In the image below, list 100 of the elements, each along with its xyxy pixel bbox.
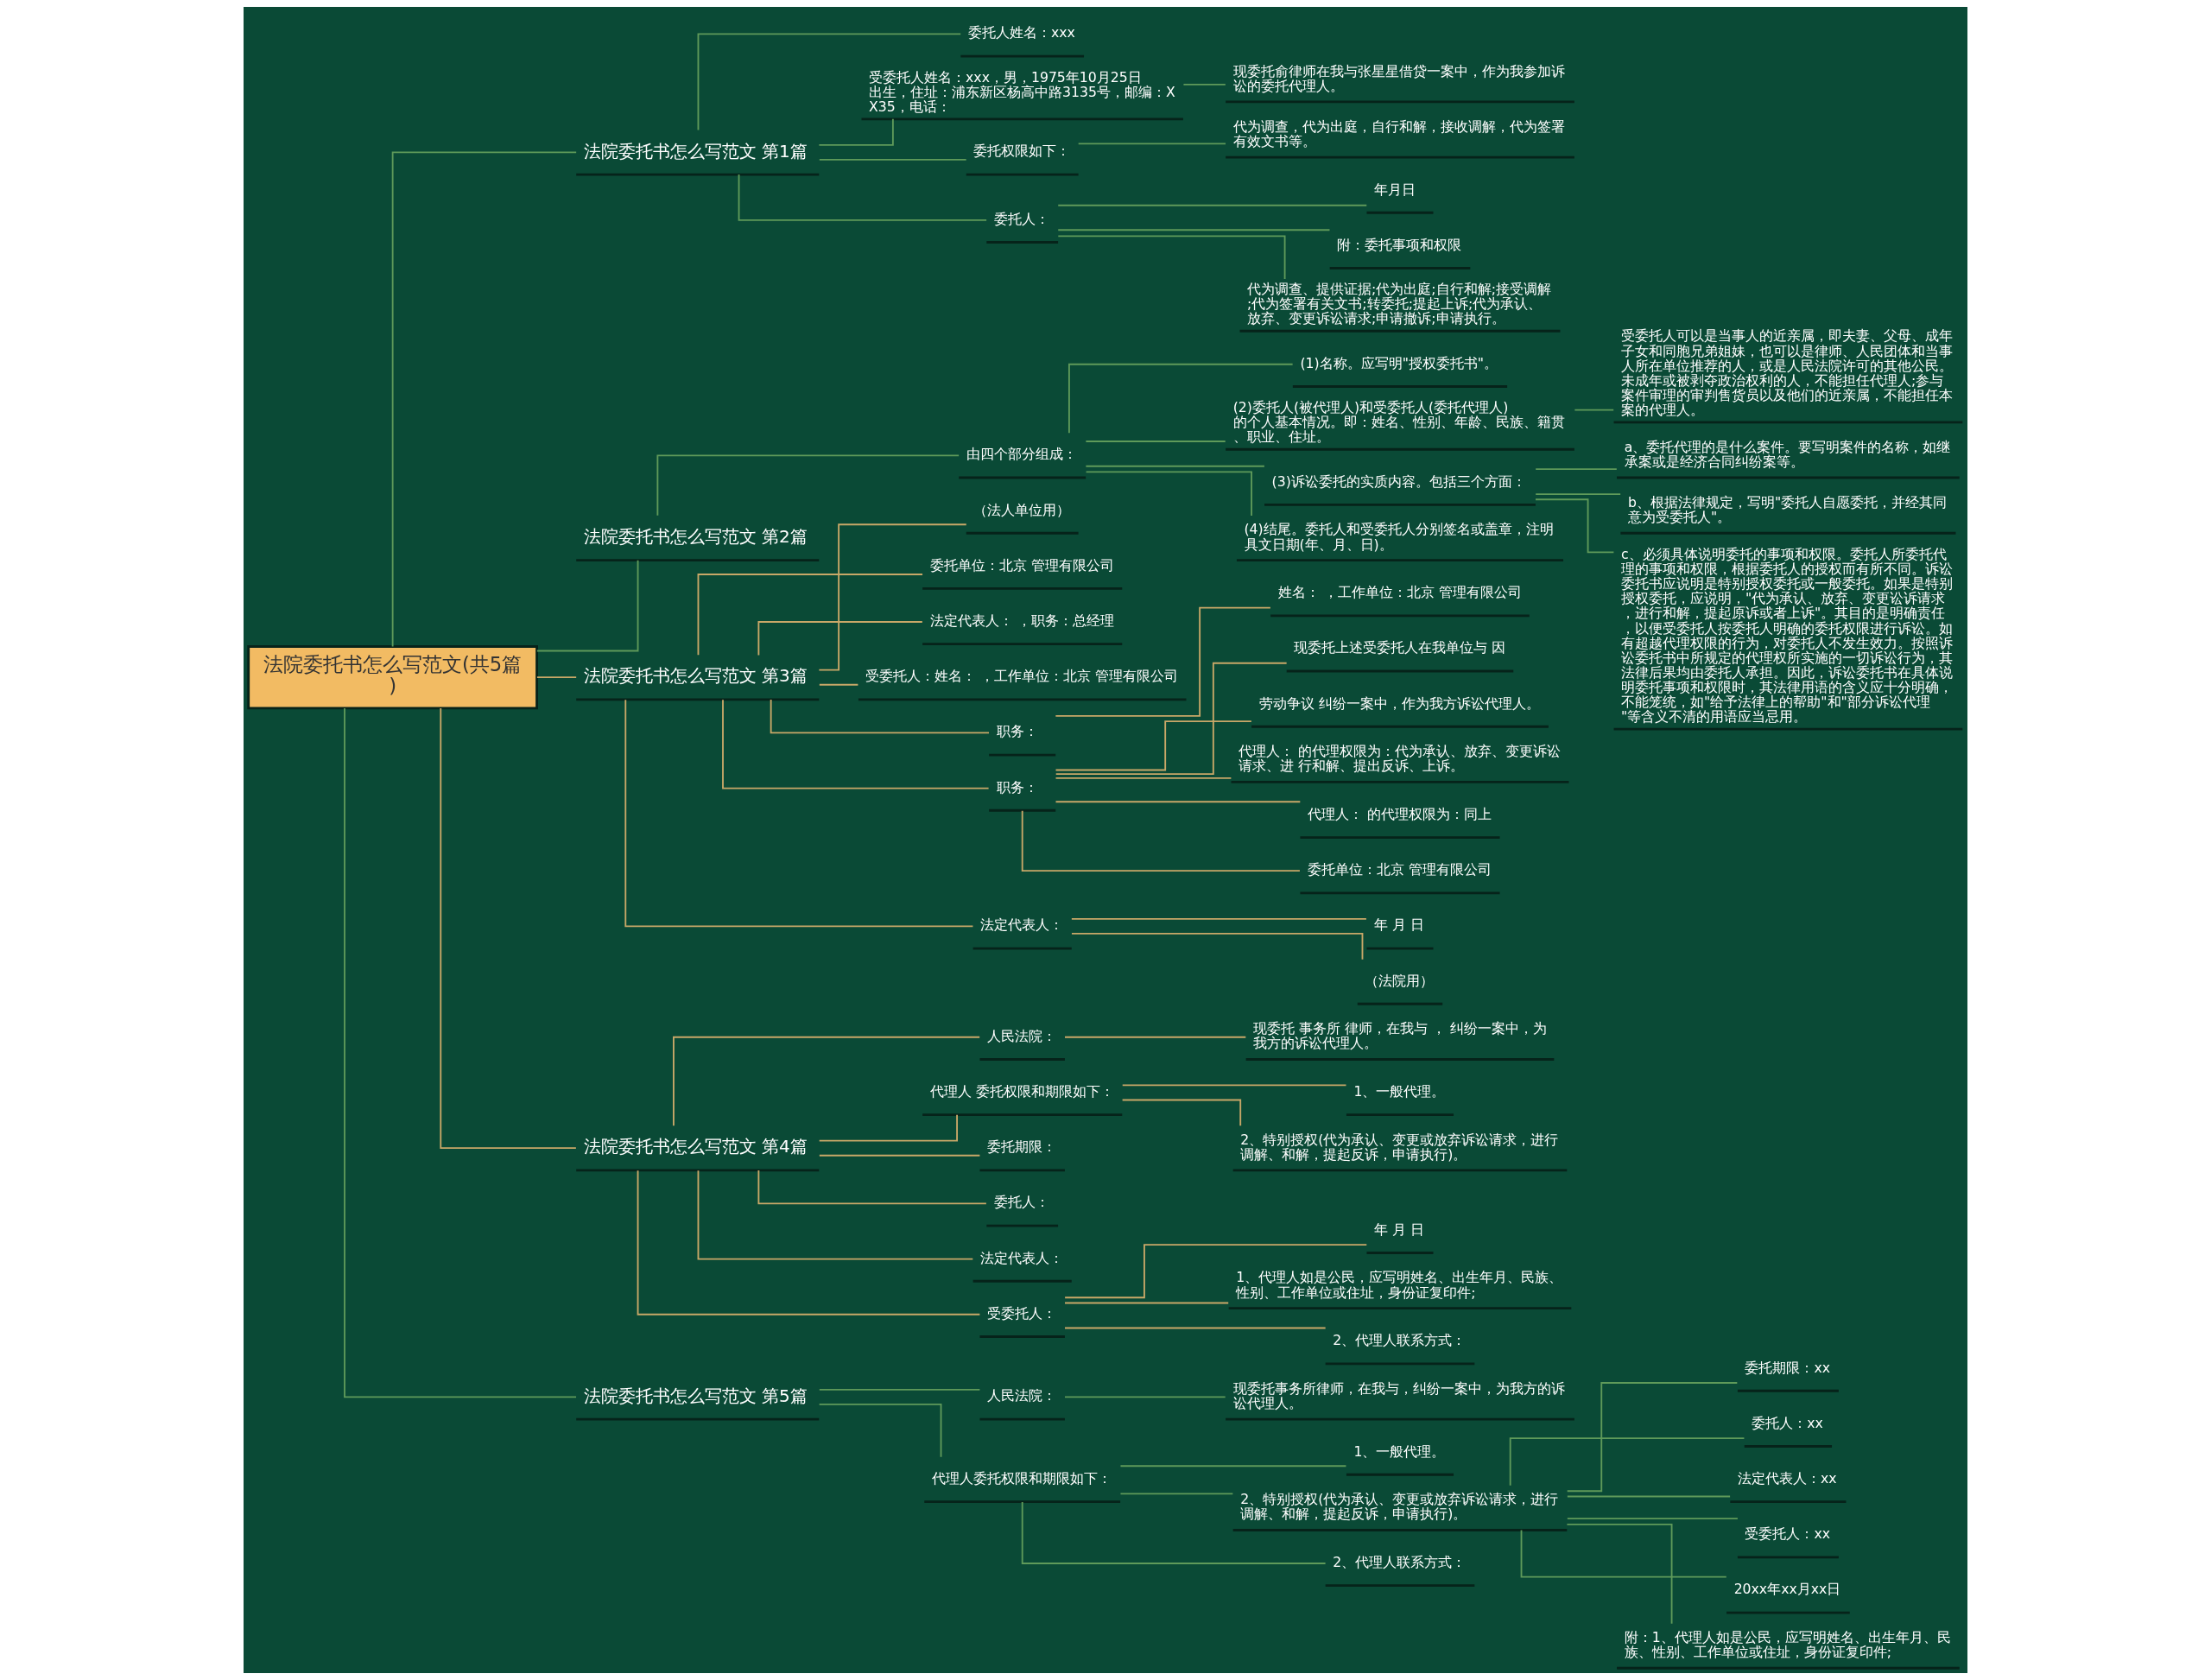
connector [1566,1518,1739,1520]
node-text: 代理人委托权限和期限如下： [931,1469,1112,1487]
node-text: 由四个部分组成： [966,446,1077,463]
node-text: 委托人：xx [1752,1414,1823,1431]
node-text: 代理人： 的代理权限为：代为承认、放弃、变更诉讼请求、进 行和解、提出反诉、上诉。 [1239,743,1562,775]
connector [697,574,923,656]
node-text: 委托单位：北京 管理有限公司 [1307,861,1492,878]
node-text: a、委托代理的是什么案件。要写明案件的名称，如继承案或是经济合同纠纷案等。 [1624,438,1951,470]
node-text: 法定代表人：xx [1737,1469,1837,1487]
node-text: 法院委托书怎么写范文 第3篇 [583,665,808,687]
connector [1121,1084,1347,1087]
node-text: 受委托人姓名：xxx，男，1975年10月25日出生，住址：浦东新区杨高中路3135号，邮编：XX35，电话： [869,68,1175,116]
connector [1566,1523,1673,1625]
connector [535,676,578,679]
connector [1085,441,1226,442]
node-text: 年月日 [1374,181,1416,198]
connector [1566,1495,1732,1498]
node-text: 20xx年xx月xx日 [1733,1581,1841,1598]
node-text: 委托期限：xx [1745,1359,1831,1376]
node-text: 年 月 日 [1374,916,1425,934]
connector [1070,917,1367,920]
connector [1182,84,1226,86]
node-text: 受委托人可以是当事人的近亲属，即夫妻、父母、成年子女和同胞兄弟姐妹，也可以是律师、人民团体和当事人所在单位推荐的人，或是人民法院许可的其他公民。未成年或被剥夺政治权利的人，不能担任代理人;参与案件审理的审判售货员以及他们的近亲属，不能担任本案的代理人。 [1621,327,1954,418]
node-text: 1、代理人如是公民，应写明姓名、出生年月、民族、性别、工作单位或住址，身份证复印件; [1236,1269,1563,1301]
connector [344,707,577,1398]
connector [673,1036,981,1127]
node-text: 受委托人：xx [1745,1525,1831,1543]
connector [1057,229,1331,231]
connector [818,523,967,671]
connector [1574,409,1615,411]
node-text: 委托人： [993,1194,1049,1211]
connector [1055,720,1252,771]
connector [391,151,578,648]
connector [1509,1437,1745,1487]
node-text: (1)名称。应写明"授权委托书"。 [1300,354,1498,371]
node-text: 法定代表人： [980,1249,1064,1266]
connector [1119,1465,1347,1468]
node-text: 委托人姓名：xxx [967,24,1075,41]
node-text: （法人单位用） [973,501,1071,518]
node-text: 1、一般代理。 [1353,1082,1446,1100]
connector [1077,143,1226,145]
connector [1566,1382,1739,1493]
node-text: 人民法院： [987,1387,1057,1404]
connector [1535,493,1622,495]
node-text: 法院委托书怎么写范文 第4篇 [583,1136,808,1157]
node-text: 附：1、代理人如是公民，应写明姓名、出生年月、民族、性别、工作单位或住址，身份证复印件; [1624,1629,1951,1661]
node-text: 年 月 日 [1374,1220,1425,1238]
connector [1064,1396,1226,1398]
node-text: 委托人： [993,210,1049,227]
connector [757,1170,987,1205]
connector [1064,1036,1247,1038]
connector [738,174,988,221]
connector [1535,468,1618,470]
node-box: 法院委托书怎么写范文(共5篇) [247,645,538,710]
connector [624,699,974,928]
node-text: 劳动争议 纠纷一案中，作为我方诉讼代理人。 [1258,694,1540,712]
connector [1021,1501,1327,1564]
node-text: 委托单位：北京 管理有限公司 [929,556,1114,574]
node-text: (4)结尾。委托人和受委托人分别签名或盖章，注明具文日期(年、月、日)。 [1244,521,1554,553]
node-text: 现委托事务所律师，在我与，纠纷一案中，为我方的诉讼代理人。 [1232,1379,1565,1411]
node-text: 委托期限： [987,1138,1057,1156]
node-text: 代理人： 的代理权限为：同上 [1307,805,1492,822]
connector [1071,933,1364,960]
node-text: 2、代理人联系方式： [1333,1553,1467,1570]
connector [818,159,967,161]
connector [1057,204,1368,206]
connector [770,699,990,734]
node-text: 现委托俞律师在我与张星星借贷一案中，作为我参加诉讼的委托代理人。 [1232,62,1565,94]
node-text: 代为调查，代为出庭，自行和解，接收调解，代为签署有效文书等。 [1232,117,1565,149]
node-text: 法定代表人： ，职务：总经理 [929,612,1114,629]
connector [1121,1099,1242,1127]
node-text: 人民法院： [987,1027,1057,1044]
connector [1021,809,1301,872]
connector [697,33,962,131]
node-text: 职务： [996,723,1038,740]
node-text: 附：委托事项和权限 [1337,236,1462,253]
node-text: 受委托人：姓名： ，工作单位：北京 管理有限公司 [865,668,1179,685]
connector [440,707,577,1150]
node-text: 现委托 事务所 律师，在我与 ， 纠纷一案中，为我方的诉讼代理人。 [1253,1020,1548,1052]
connector [535,559,639,652]
connector [1064,1244,1368,1299]
node-text: （法院用） [1365,972,1435,989]
connector [1064,1302,1230,1304]
connector [1085,465,1265,467]
node-text: 代理人 委托权限和期限如下： [929,1082,1114,1100]
node-text: 1、一般代理。 [1353,1442,1446,1460]
connector [697,1170,974,1260]
node-text: 2、代理人联系方式： [1333,1332,1467,1349]
connector [757,621,923,656]
node-text: 2、特别授权(代为承认、变更或放弃诉讼请求，进行调解、和解，提起反诉，申请执行)。 [1240,1491,1559,1523]
connector [818,1388,981,1391]
connector [1520,1529,1727,1578]
connector [1119,1493,1234,1495]
node-text: 委托权限如下： [973,143,1071,160]
node-text: 姓名： ，工作单位：北京 管理有限公司 [1277,584,1522,601]
connector [818,117,894,146]
connector [637,1170,981,1315]
connector [722,699,990,789]
node-text: 法院委托书怎么写范文 第5篇 [583,1385,808,1406]
connector [1068,363,1294,434]
